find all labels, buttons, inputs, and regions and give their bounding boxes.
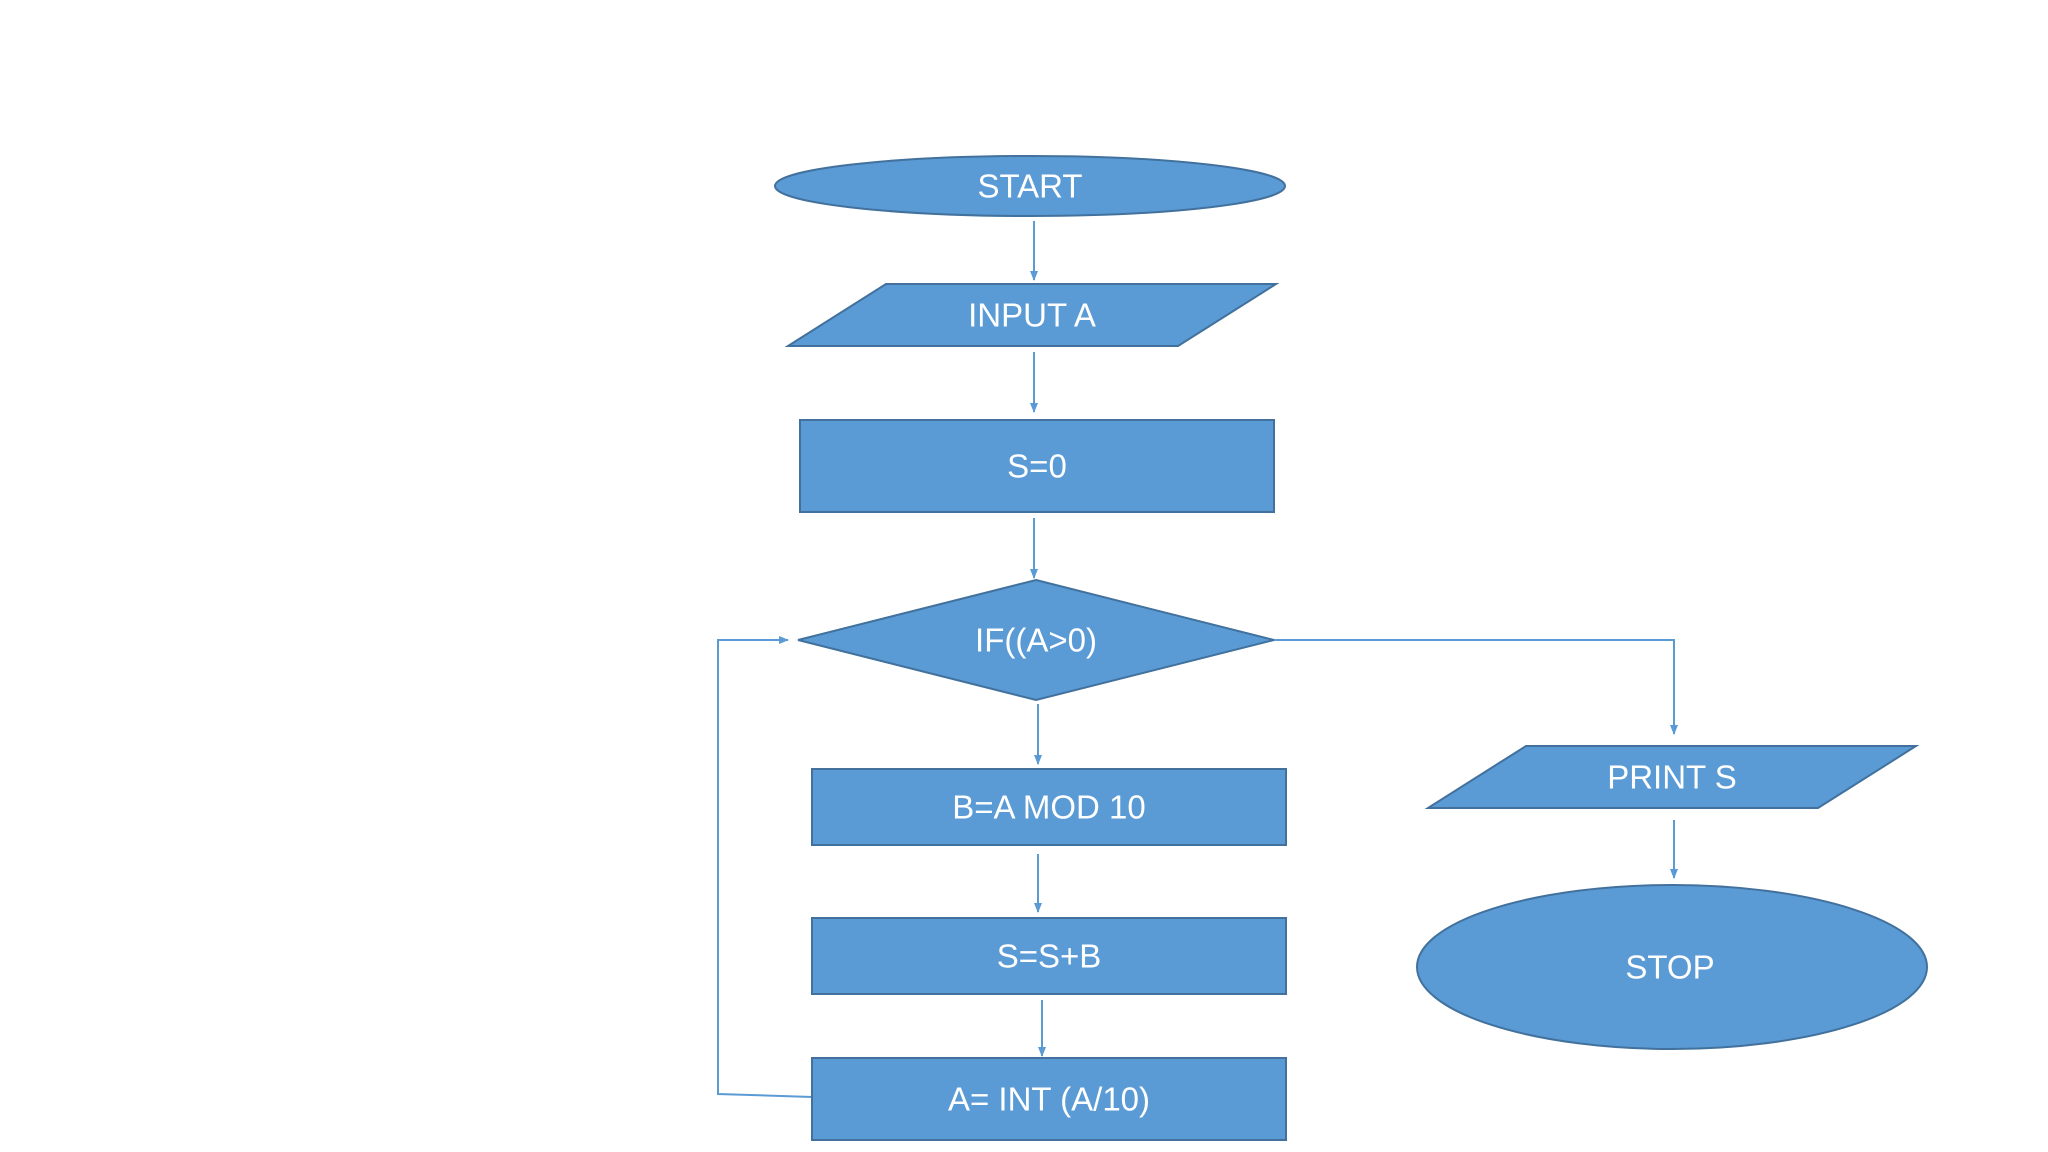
labels: START INPUT A S=0 IF((A>0) B=A MOD 10 S=… [948,168,1737,1118]
shapes [774,155,1928,1141]
input-a-label: INPUT A [968,297,1096,334]
condition-label: IF((A>0) [975,622,1097,659]
connector-loop-back [717,636,813,1098]
stop-label: STOP [1625,949,1714,986]
start-terminal [774,155,1286,217]
div-step-process [811,1057,1287,1141]
sum-step-process [811,917,1287,995]
div-step-label: A= INT (A/10) [948,1081,1150,1118]
stop-terminal [1416,884,1928,1050]
init-s-label: S=0 [1007,448,1067,485]
init-s-process [799,419,1275,513]
condition-decision [797,578,1275,702]
print-s-label: PRINT S [1607,759,1737,796]
mod-step-label: B=A MOD 10 [952,789,1146,826]
mod-step-process [811,768,1287,846]
start-label: START [977,168,1082,205]
print-s-parallelogram [1424,745,1920,809]
connector-condition-to-print [1274,639,1678,735]
input-a-parallelogram [784,283,1280,347]
connectors [717,221,1678,1098]
sum-step-label: S=S+B [997,938,1102,975]
